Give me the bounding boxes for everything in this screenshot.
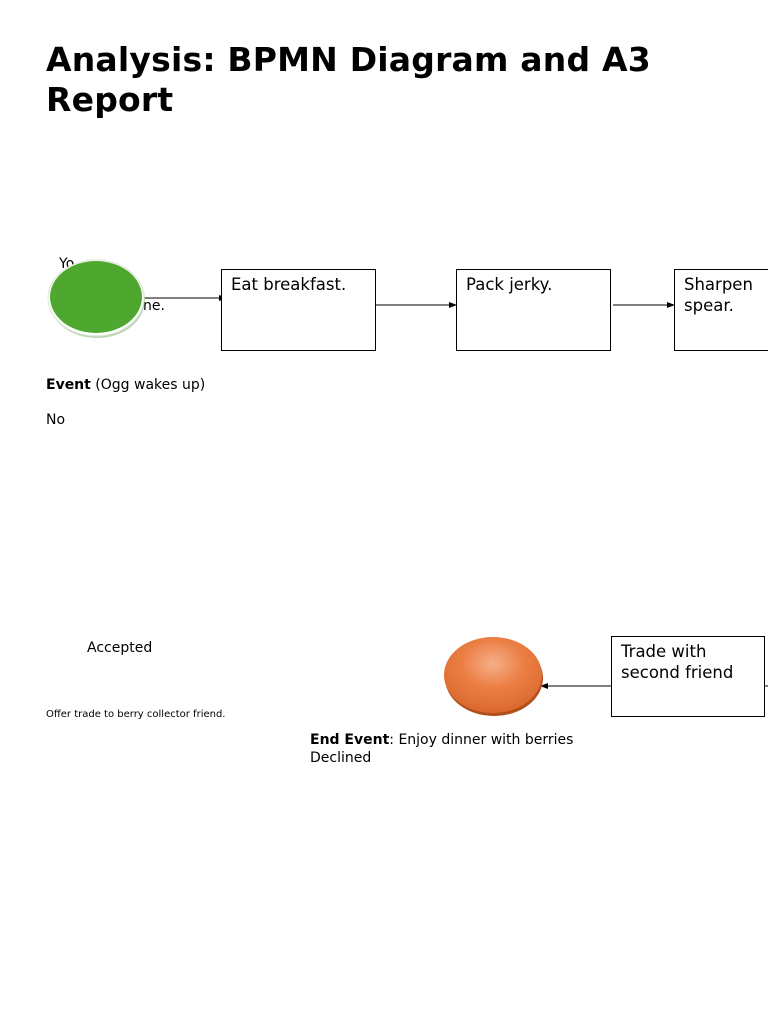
task-eat-breakfast-label: Eat breakfast. [231, 275, 347, 294]
accepted-label: Accepted [87, 640, 153, 656]
task-trade-second-friend-label: Trade with second friend [621, 642, 734, 682]
task-sharpen-spear: Sharpen spear. [674, 269, 768, 351]
task-pack-jerky: Pack jerky. [456, 269, 611, 351]
start-event-label: Event [46, 377, 91, 393]
end-event-text: : Enjoy dinner with berries [389, 732, 574, 748]
declined-label: Declined [310, 750, 372, 766]
gateway-no-label: No [46, 412, 66, 428]
offer-trade-text: Offer trade to berry collector friend. [46, 709, 226, 720]
end-event-circle [444, 637, 543, 716]
start-event-circle [47, 259, 145, 338]
end-event-label: End Event [310, 732, 390, 748]
task-trade-second-friend: Trade with second friend [611, 636, 765, 717]
page-title: Analysis: BPMN Diagram and A3 Report [46, 40, 651, 119]
start-event-caption: Event (Ogg wakes up) [46, 377, 205, 393]
start-event-text: (Ogg wakes up) [90, 377, 206, 393]
task-eat-breakfast: Eat breakfast. [221, 269, 376, 351]
task-pack-jerky-label: Pack jerky. [466, 275, 553, 294]
task-sharpen-spear-label: Sharpen spear. [684, 275, 753, 315]
end-event-caption: End Event: Enjoy dinner with berries [310, 732, 573, 748]
start-note-bottom: ne. [143, 298, 165, 314]
